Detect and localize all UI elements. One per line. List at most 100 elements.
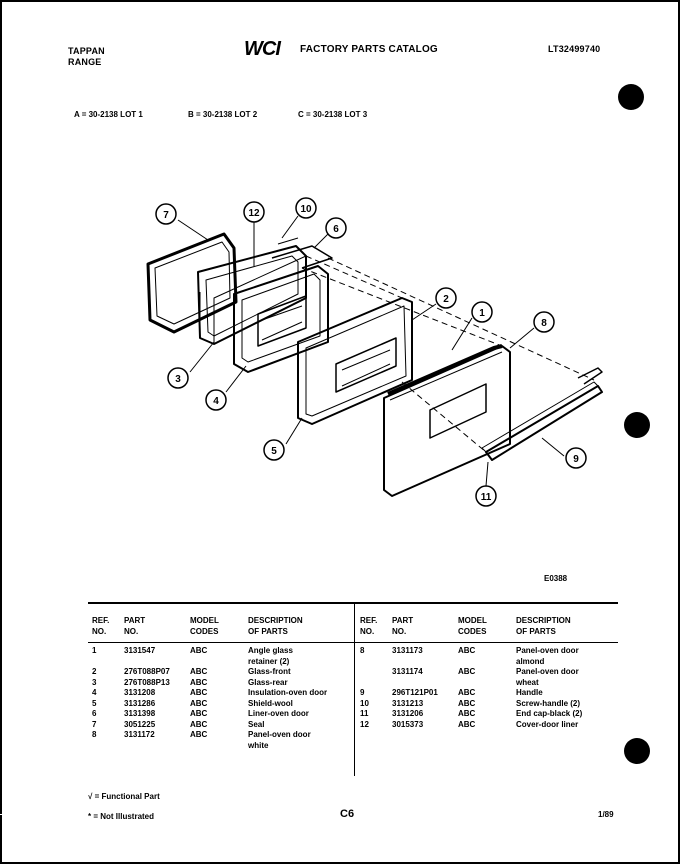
- cell-description: Cover-door liner: [516, 720, 582, 731]
- cell-model: ABC: [190, 646, 208, 655]
- lot-b: B = 30-2138 LOT 2: [188, 110, 258, 119]
- binder-hole-bottom: [624, 738, 650, 764]
- callout-7: 7: [155, 203, 177, 225]
- cell-description: Screw-handle (2): [516, 699, 582, 710]
- description-line: Cover-door liner: [516, 719, 579, 729]
- cell-description: Glass-rear: [248, 678, 327, 689]
- callout-8: 8: [533, 311, 555, 333]
- cell-part: 3131172: [124, 730, 155, 739]
- cell-ref: [360, 667, 392, 688]
- cell-part: 3131206: [392, 709, 424, 718]
- header-part: PART: [392, 616, 414, 625]
- logo-text: WCI: [244, 38, 281, 60]
- table-divider: [354, 604, 355, 776]
- description-line: retainer (2): [248, 656, 290, 666]
- description-line: End cap-black (2): [516, 709, 583, 718]
- svg-text:7: 7: [163, 210, 169, 221]
- brand-line-1: TAPPAN: [68, 46, 105, 56]
- table-top-rule: [88, 602, 618, 604]
- cell-ref: 7: [92, 719, 97, 729]
- description-line: white: [248, 740, 269, 750]
- cell-model: ABC: [190, 719, 208, 729]
- cell-model: ABC: [458, 646, 476, 655]
- cell-ref: 2: [92, 667, 97, 676]
- header-description: DESCRIPTION: [248, 616, 303, 625]
- cell-model: ABC: [458, 709, 476, 718]
- cell-ref: 12: [360, 719, 369, 729]
- description-line: Seal: [248, 719, 265, 729]
- svg-text:2: 2: [443, 294, 449, 305]
- lot-a: A = 30-2138 LOT 1: [74, 110, 143, 119]
- header-ref: REF.: [360, 616, 378, 625]
- header-model-codes: CODES: [190, 626, 219, 636]
- shield-wool-part: [297, 297, 413, 425]
- header-of-parts: OF PARTS: [516, 626, 556, 636]
- cell-model: ABC: [190, 709, 208, 718]
- cell-ref: 4: [92, 688, 97, 697]
- svg-text:8: 8: [541, 318, 547, 329]
- cell-model: ABC: [458, 688, 476, 697]
- description-line: almond: [516, 656, 545, 666]
- cell-description: Shield-wool: [248, 699, 327, 710]
- cell-description: Liner-oven door: [248, 709, 327, 720]
- table-row: 7 3051225 ABC Seal: [92, 720, 327, 731]
- cell-ref: 5: [92, 698, 97, 708]
- svg-text:6: 6: [333, 224, 339, 235]
- cell-model: ABC: [458, 719, 476, 729]
- cell-model: ABC: [190, 667, 208, 676]
- header-model: MODEL: [190, 616, 219, 625]
- cell-ref: 8: [360, 646, 365, 655]
- callout-9: 9: [565, 447, 587, 469]
- cell-part: 3131173: [392, 646, 423, 655]
- cell-part: 3131286: [124, 698, 156, 708]
- callout-10: 10: [295, 197, 317, 219]
- cell-part: 3131174: [392, 667, 423, 676]
- cell-description: Insulation-oven door: [248, 688, 327, 699]
- callout-2: 2: [435, 287, 457, 309]
- callout-1: 1: [471, 301, 493, 323]
- description-line: Glass-rear: [248, 677, 288, 687]
- svg-text:5: 5: [271, 446, 277, 457]
- header-part: PART: [124, 616, 146, 625]
- cell-ref: 10: [360, 698, 369, 708]
- description-line: Glass-front: [248, 667, 291, 676]
- cell-ref: 11: [360, 709, 369, 718]
- description-line: Panel-oven door: [516, 667, 579, 676]
- cell-part: 276T088P13: [124, 677, 170, 687]
- svg-text:4: 4: [213, 396, 219, 407]
- cell-ref: 8: [92, 730, 97, 739]
- handle-part: [481, 367, 603, 461]
- description-line: Panel-oven door: [516, 646, 579, 655]
- cell-ref: 9: [360, 688, 365, 697]
- cell-part: 3015373: [392, 719, 424, 729]
- cell-part: 3051225: [124, 719, 156, 729]
- callout-5: 5: [263, 439, 285, 461]
- functional-part-note: √ = Functional Part: [88, 792, 160, 801]
- cell-ref: 1: [92, 646, 97, 655]
- svg-text:10: 10: [300, 204, 312, 215]
- header-model: MODEL: [458, 616, 487, 625]
- cell-description: End cap-black (2): [516, 709, 582, 720]
- header-of-parts: OF PARTS: [248, 626, 288, 636]
- description-line: Angle glass: [248, 646, 293, 655]
- header-description: DESCRIPTION: [516, 616, 571, 625]
- seal-part: [146, 232, 238, 334]
- cell-model: ABC: [190, 698, 208, 708]
- cell-model: ABC: [458, 667, 476, 676]
- cell-ref: 3: [92, 677, 97, 687]
- cell-part: 276T088P07: [124, 667, 170, 676]
- callout-leaders: [177, 215, 565, 487]
- svg-text:12: 12: [248, 208, 260, 219]
